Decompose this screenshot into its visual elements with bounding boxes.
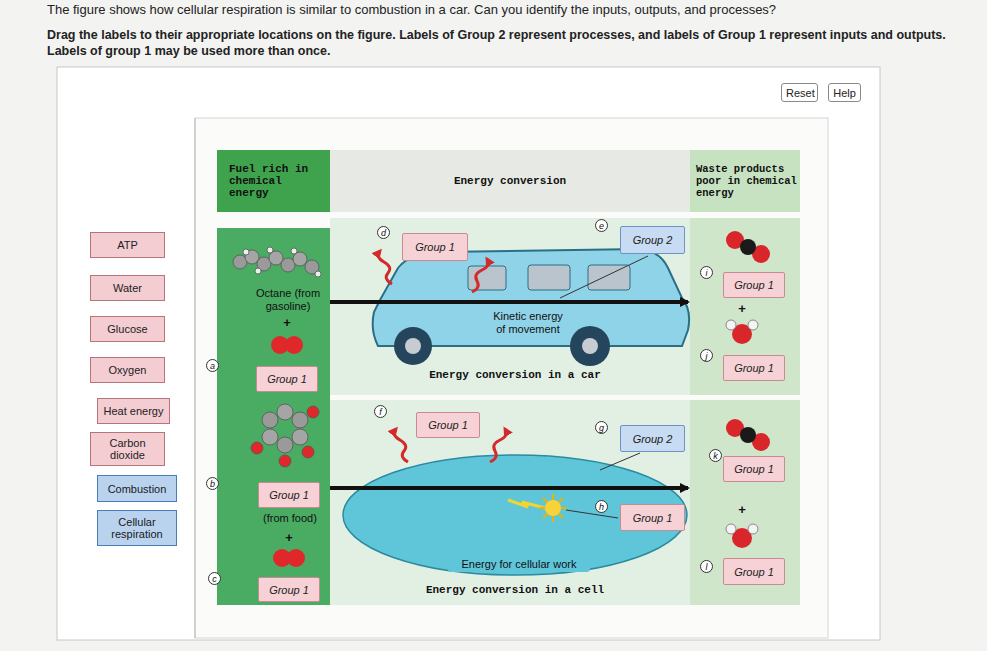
- callout-letter: g: [595, 421, 608, 434]
- group1-label: ATP: [90, 232, 165, 258]
- molecule-label: Octane (from gasoline): [244, 287, 332, 313]
- energy-label: Kinetic energy of movement: [486, 309, 570, 337]
- plus-sign: +: [279, 316, 295, 330]
- drop-target: Group 1: [723, 456, 785, 482]
- node-text: Cellular respiration: [102, 516, 172, 540]
- instruction-text: The figure shows how cellular respiratio…: [47, 2, 977, 18]
- node-text: Group 1: [728, 463, 780, 475]
- column-header: Fuel rich in chemical energy: [217, 150, 330, 212]
- column-header: Waste products poor in chemical energy: [690, 150, 800, 212]
- instruction-text: Drag the labels to their appropriate loc…: [47, 27, 977, 59]
- node-text: Water: [95, 282, 160, 294]
- callout-letter: c: [208, 572, 221, 585]
- section-caption: Energy conversion in a cell: [415, 584, 615, 597]
- node-text: Group 1: [407, 241, 463, 253]
- plus-sign: +: [734, 503, 750, 517]
- group2-label: Combustion: [97, 475, 177, 502]
- energy-label: Energy for cellular work: [448, 557, 590, 572]
- drop-target: Group 1: [723, 355, 785, 381]
- node-text: Oxygen: [95, 364, 160, 376]
- node-text: Group 1: [728, 566, 780, 578]
- node-text: Fuel rich in chemical energy: [229, 163, 326, 199]
- callout-letter: h: [595, 500, 608, 513]
- group1-label: Carbon dioxide: [90, 432, 165, 466]
- callout-letter: a: [206, 359, 219, 372]
- drop-target: Group 1: [416, 412, 480, 438]
- drop-target: Group 1: [723, 272, 785, 298]
- node-text: Group 1: [421, 419, 475, 431]
- column-header: Energy conversion: [330, 150, 690, 212]
- drop-target: Group 1: [723, 558, 785, 585]
- reset-button: Reset: [781, 83, 818, 102]
- callout-letter: d: [377, 226, 390, 239]
- node-text: ATP: [95, 239, 160, 251]
- node-text: Carbon dioxide: [95, 437, 160, 461]
- group1-label: Water: [90, 275, 165, 301]
- molecule-label: (from food): [252, 512, 328, 525]
- node-text: Reset: [786, 87, 813, 99]
- group1-label: Heat energy: [97, 398, 170, 424]
- node-text: Heat energy: [102, 405, 165, 417]
- node-text: Group 2: [625, 234, 680, 246]
- node-text: Group 1: [263, 489, 315, 501]
- group2-label: Cellular respiration: [97, 510, 177, 546]
- group1-label: Glucose: [90, 316, 165, 342]
- node-text: Waste products poor in chemical energy: [696, 163, 800, 199]
- drop-target: Group 1: [258, 577, 320, 602]
- drop-target: Group 1: [256, 366, 318, 392]
- callout-letter: i: [700, 266, 713, 279]
- node-text: Glucose: [95, 323, 160, 335]
- drop-target: Group 2: [620, 425, 685, 452]
- callout-letter: e: [595, 219, 608, 232]
- node-text: Group 1: [625, 512, 680, 524]
- callout-letter: b: [206, 477, 219, 490]
- drop-target: Group 1: [620, 504, 685, 531]
- node-text: Group 1: [263, 584, 315, 596]
- plus-sign: +: [734, 302, 750, 316]
- node-text: Group 1: [728, 279, 780, 291]
- plus-sign: +: [281, 531, 297, 545]
- callout-letter: k: [709, 449, 722, 462]
- node-text: Combustion: [102, 483, 172, 495]
- node-text: Help: [833, 87, 856, 99]
- section-caption: Energy conversion in a car: [415, 369, 615, 382]
- drop-target: Group 1: [258, 482, 320, 508]
- callout-letter: l: [700, 560, 713, 573]
- drop-target: Group 1: [402, 233, 468, 261]
- node-text: Group 2: [625, 433, 680, 445]
- callout-letter: f: [374, 405, 387, 418]
- node-text: Energy conversion: [334, 175, 686, 187]
- group1-label: Oxygen: [90, 357, 165, 383]
- help-button: Help: [828, 83, 861, 102]
- callout-letter: j: [700, 349, 713, 362]
- drop-target: Group 2: [620, 226, 685, 254]
- node-text: Group 1: [728, 362, 780, 374]
- node-text: Group 1: [261, 373, 313, 385]
